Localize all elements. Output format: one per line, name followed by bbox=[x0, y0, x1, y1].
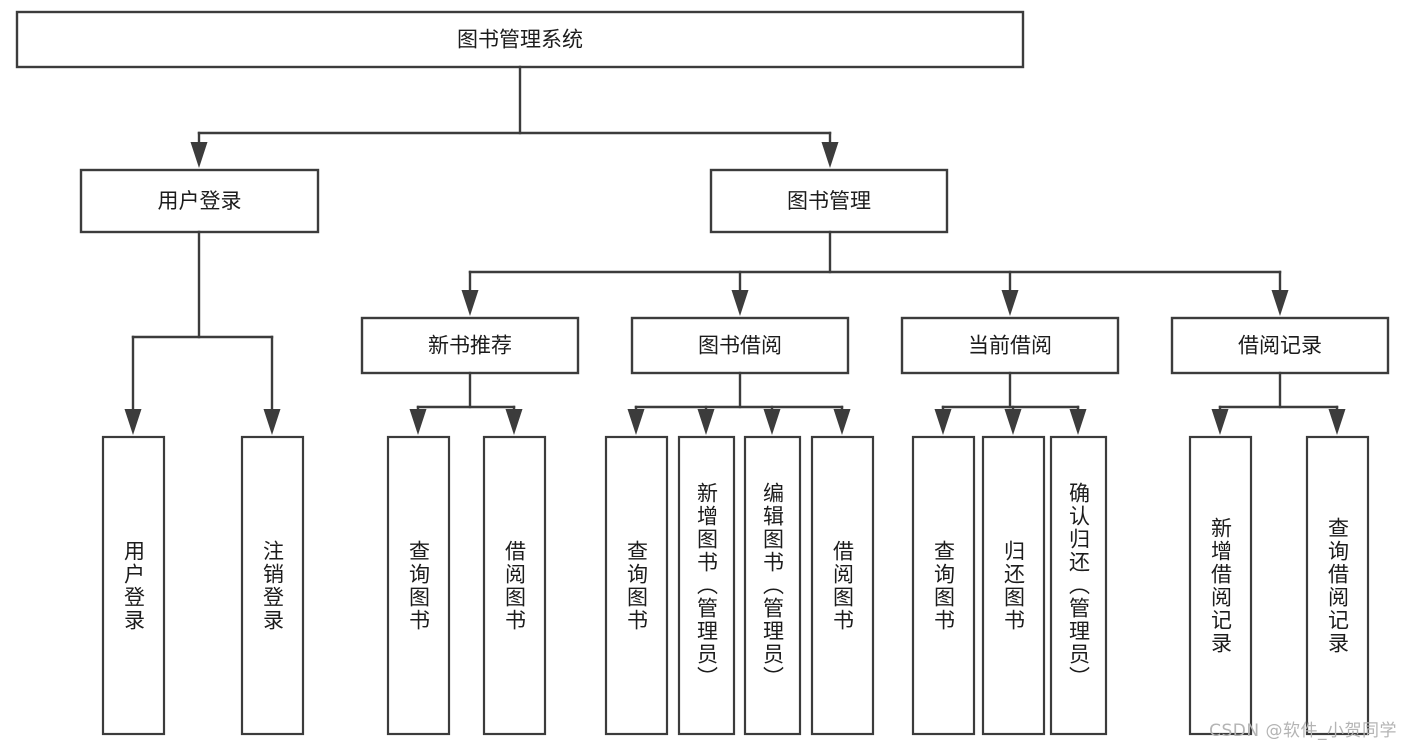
book-manage-arrow-3-head bbox=[1271, 290, 1289, 316]
node-leaf-query-book-1-box[interactable] bbox=[386, 435, 451, 736]
node-leaf-logout-box[interactable] bbox=[240, 435, 305, 736]
root-arrow-0-head bbox=[190, 142, 208, 168]
node-user-login-box[interactable] bbox=[79, 168, 320, 234]
current-borrow-arrow-2-head bbox=[1069, 409, 1087, 435]
node-leaf-add-record-box[interactable] bbox=[1188, 435, 1253, 736]
book-manage-arrow-0-head bbox=[461, 290, 479, 316]
node-leaf-return-book-box[interactable] bbox=[981, 435, 1046, 736]
current-borrow-arrow-0-head bbox=[934, 409, 952, 435]
node-new-book-recommend-box[interactable] bbox=[360, 316, 580, 375]
book-borrow-arrow-0-head bbox=[627, 409, 645, 435]
user-login-arrow-1-head bbox=[263, 409, 281, 435]
book-manage-arrow-2-head bbox=[1001, 290, 1019, 316]
borrow-record-arrow-0-head bbox=[1211, 409, 1229, 435]
book-borrow-arrow-3-head bbox=[833, 409, 851, 435]
node-leaf-query-book-2-box[interactable] bbox=[604, 435, 669, 736]
node-leaf-borrow-book-1-box[interactable] bbox=[482, 435, 547, 736]
node-book-manage-label: 图书管理 bbox=[787, 189, 871, 213]
node-leaf-borrow-book-2-box[interactable] bbox=[810, 435, 875, 736]
node-leaf-query-record-box[interactable] bbox=[1305, 435, 1370, 736]
node-leaf-confirm-return-box[interactable] bbox=[1049, 435, 1108, 736]
node-user-login-label: 用户登录 bbox=[158, 189, 242, 213]
new-book-recommend-arrow-0-head bbox=[409, 409, 427, 435]
book-borrow-arrow-1-head bbox=[697, 409, 715, 435]
watermark-text: CSDN @软件_小贺同学 bbox=[1209, 721, 1397, 741]
node-leaf-add-book-box[interactable] bbox=[677, 435, 736, 736]
book-borrow-arrow-2-head bbox=[763, 409, 781, 435]
root-node-box[interactable] bbox=[15, 10, 1025, 69]
new-book-recommend-arrow-1-head bbox=[505, 409, 523, 435]
node-leaf-edit-book-box[interactable] bbox=[743, 435, 802, 736]
node-current-borrow-label: 当前借阅 bbox=[968, 334, 1052, 358]
node-borrow-record-label: 借阅记录 bbox=[1238, 334, 1322, 358]
node-current-borrow-box[interactable] bbox=[900, 316, 1120, 375]
root-node-label: 图书管理系统 bbox=[457, 28, 583, 52]
node-leaf-user-login-box[interactable] bbox=[101, 435, 166, 736]
node-new-book-recommend-label: 新书推荐 bbox=[428, 334, 512, 358]
current-borrow-arrow-1-head bbox=[1004, 409, 1022, 435]
user-login-arrow-0-head bbox=[124, 409, 142, 435]
borrow-record-arrow-1-head bbox=[1328, 409, 1346, 435]
node-book-borrow-label: 图书借阅 bbox=[698, 334, 782, 358]
book-manage-arrow-1-head bbox=[731, 290, 749, 316]
root-arrow-1-head bbox=[821, 142, 839, 168]
node-leaf-query-book-3-box[interactable] bbox=[911, 435, 976, 736]
